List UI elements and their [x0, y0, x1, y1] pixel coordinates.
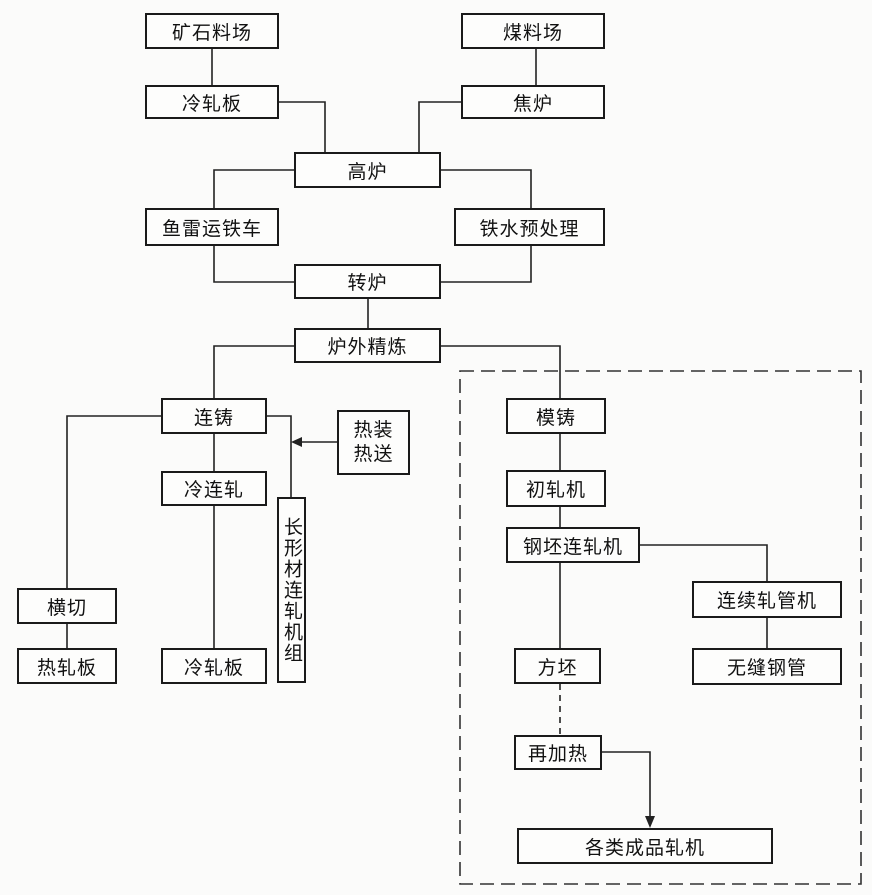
- connector-pretreat-converter: [441, 246, 532, 283]
- node-continuous-casting: 连铸: [161, 398, 267, 434]
- node-finishing-mills: 各类成品轧机: [517, 828, 773, 864]
- node-sinter: 冷轧板: [145, 85, 279, 119]
- connector-coke-bf: [418, 101, 461, 153]
- connector-sinter-bf: [279, 101, 326, 153]
- node-blooming-mill: 初轧机: [506, 470, 606, 507]
- connector-bf-torpedo: [213, 169, 294, 209]
- node-pipe-mill: 连续轧管机: [692, 581, 842, 618]
- node-hot-rolled-plate: 热轧板: [17, 648, 117, 684]
- node-blast-furnace: 高炉: [294, 152, 441, 188]
- node-shearing: 横切: [17, 588, 117, 624]
- node-coke-oven: 焦炉: [461, 85, 605, 119]
- connector-billet-pipe: [640, 544, 768, 582]
- node-section-mill: 长形材连轧机组: [277, 497, 306, 683]
- node-ingot-casting: 模铸: [506, 398, 606, 434]
- connector-cc-shearing: [66, 415, 161, 589]
- node-hot-metal-pretreatment: 铁水预处理: [454, 208, 605, 246]
- connector-bf-pretreat: [441, 169, 532, 209]
- node-billet-mill: 钢坯连轧机: [506, 527, 640, 563]
- ingot-route-boundary: [459, 370, 862, 885]
- connector-refining-cc: [213, 345, 294, 399]
- node-square-billet: 方坯: [514, 648, 601, 684]
- connector-refining-ingot: [441, 345, 561, 399]
- node-torpedo-car: 鱼雷运铁车: [145, 208, 279, 246]
- node-cold-rolled-plate: 冷轧板: [161, 648, 267, 684]
- connector-torpedo-converter: [213, 246, 294, 283]
- node-hot-charging: 热装热送: [337, 410, 410, 475]
- node-coal-yard: 煤料场: [461, 13, 605, 49]
- arrowhead-finishing: [645, 816, 655, 828]
- node-seamless-pipe: 无缝钢管: [692, 648, 842, 685]
- node-cold-tandem-rolling: 冷连轧: [161, 471, 267, 506]
- node-secondary-refining: 炉外精炼: [294, 328, 441, 363]
- connector-reheat-finishing: [602, 751, 651, 818]
- arrowhead-hotcharge: [291, 437, 302, 447]
- connector-cc-section: [267, 415, 292, 498]
- node-ore-yard: 矿石料场: [145, 13, 279, 49]
- node-converter: 转炉: [294, 264, 441, 299]
- node-reheating: 再加热: [514, 735, 602, 770]
